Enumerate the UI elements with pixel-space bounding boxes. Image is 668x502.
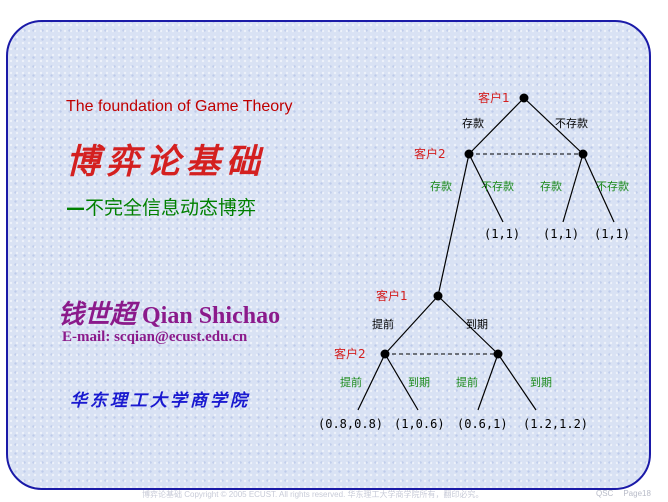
title-chinese: 博弈论基础 (66, 142, 266, 182)
tree-bottom-edge-root-right (437, 295, 499, 355)
tree-bottom-edge-root-left (384, 295, 439, 355)
tree-bottom-edge-1 (357, 353, 386, 411)
subtitle-english: The foundation of Game Theory (66, 98, 293, 115)
tree-top-edge-root-left (468, 97, 525, 155)
tree-bottom-payoff-1: (0.8,0.8) (318, 417, 383, 431)
tree-bottom-payoff-2: (1,0.6) (394, 417, 445, 431)
tree-top-edge-right-left (562, 153, 584, 223)
tree-bottom-action-right: 到期 (466, 318, 488, 331)
tree-bottom-edge-3 (477, 353, 499, 411)
tree-bottom-edge-2 (384, 353, 419, 411)
footer-page-number: Page18 (623, 489, 651, 498)
subtitle-dash: — (66, 197, 85, 219)
tree-bottom-node-player2-right (493, 349, 503, 359)
tree-bottom-leaf-action-3: 提前 (456, 375, 478, 389)
tree-top-player1-label: 客户1 (478, 90, 510, 105)
tree-top-leaf-action-1: 存款 (430, 179, 452, 193)
game-tree-bottom: 客户1 客户2 提前 到期 提前 到期 提前 到期 (0.8,0.8) (1,0… (318, 288, 588, 431)
tree-top-action-right: 不存款 (555, 116, 588, 130)
author: 钱世超 Qian Shichao (58, 294, 280, 331)
footer-author: QSC (596, 489, 614, 498)
footer-copyright: 博弈论基础 Copyright © 2005 ECUST. All rights… (142, 490, 484, 499)
tree-top-payoff-3: (1,1) (594, 227, 630, 241)
tree-top-edge-root-right (523, 97, 584, 155)
tree-top-node-player2-right (578, 149, 588, 159)
tree-bottom-node-player1 (433, 291, 443, 301)
tree-top-edge-right-right (582, 153, 615, 223)
author-name-english: Qian Shichao (142, 303, 281, 329)
tree-bottom-leaf-action-2: 到期 (408, 376, 430, 389)
tree-top-node-player2-left (464, 149, 474, 159)
tree-top-leaf-action-3: 存款 (540, 179, 562, 193)
tree-top-payoff-2: (1,1) (543, 227, 579, 241)
tree-top-edge-to-subgame (437, 153, 470, 297)
tree-bottom-edge-4 (497, 353, 537, 411)
subtitle-chinese: —不完全信息动态博弈 (66, 193, 256, 220)
tree-bottom-payoff-3: (0.6,1) (457, 417, 508, 431)
tree-bottom-action-left: 提前 (372, 317, 394, 331)
tree-bottom-leaf-action-1: 提前 (340, 375, 362, 389)
tree-bottom-leaf-action-4: 到期 (530, 376, 552, 389)
tree-bottom-player1-label: 客户1 (376, 288, 408, 303)
tree-bottom-payoff-4: (1.2,1.2) (523, 417, 588, 431)
author-name-chinese: 钱世超 (58, 300, 137, 330)
footer-page-info: QSC Page18 (596, 489, 651, 498)
tree-bottom-node-player2-left (380, 349, 390, 359)
tree-top-payoff-1: (1,1) (484, 227, 520, 241)
game-tree-top: 客户1 客户2 存款 不存款 存款 不存款 存款 不存款 (1,1) (1,1)… (414, 90, 630, 297)
subtitle-chinese-text: 不完全信息动态博弈 (85, 197, 257, 219)
institution: 华东理工大学商学院 (70, 391, 250, 411)
tree-top-node-player1 (519, 93, 529, 103)
tree-top-player2-label: 客户2 (414, 146, 446, 161)
tree-top-leaf-action-2: 不存款 (481, 179, 514, 193)
tree-top-leaf-action-4: 不存款 (596, 179, 629, 193)
tree-top-action-left: 存款 (462, 116, 484, 130)
tree-bottom-player2-label: 客户2 (334, 346, 366, 361)
content-panel (6, 20, 651, 490)
author-email: E-mail: scqian@ecust.edu.cn (62, 329, 248, 345)
tree-top-edge-left-right (468, 153, 504, 223)
